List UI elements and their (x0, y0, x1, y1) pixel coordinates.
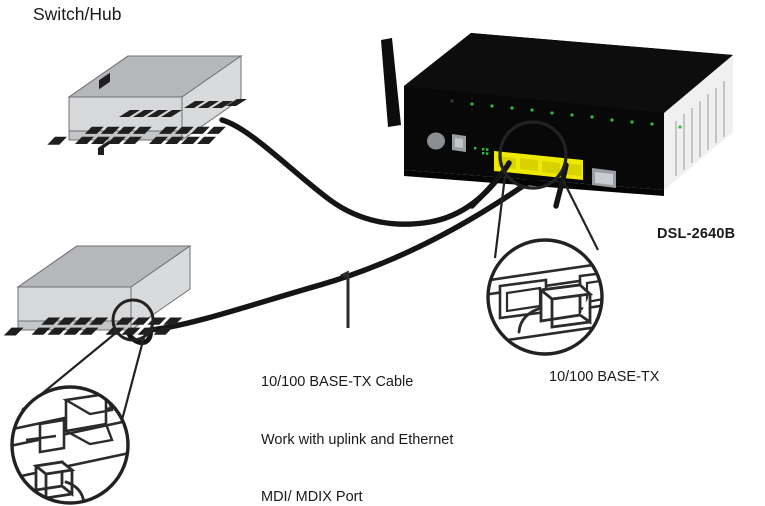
dsl-router[interactable] (381, 33, 733, 196)
router-reset-button-inner (455, 138, 463, 148)
switch-port[interactable] (47, 327, 67, 335)
switch-hub-bottom[interactable] (16, 245, 192, 331)
switch-port[interactable] (133, 110, 154, 117)
switch-port[interactable] (158, 126, 178, 134)
switch-port[interactable] (149, 136, 169, 144)
switch-port[interactable] (161, 110, 182, 117)
led-indicator (550, 111, 554, 115)
switch-port[interactable] (197, 136, 217, 144)
callout-locator-circle (111, 298, 155, 342)
callout-magnified-view (488, 240, 602, 354)
switch-port[interactable] (84, 126, 104, 134)
callout-leader-line (493, 175, 507, 259)
switch-port[interactable] (132, 126, 152, 134)
led-indicator (470, 102, 474, 106)
switch-port[interactable] (91, 136, 111, 144)
label-base-tx: 10/100 BASE-TX (549, 369, 660, 385)
switch-port[interactable] (57, 317, 77, 325)
router-status-led-cluster (474, 147, 489, 155)
led-indicator (650, 122, 654, 126)
switch-port[interactable] (116, 126, 136, 134)
switch-port[interactable] (73, 317, 93, 325)
callout-leader-line (120, 336, 146, 421)
switch-port[interactable] (100, 126, 120, 134)
switch-port[interactable] (147, 317, 167, 325)
led-indicator (678, 125, 682, 129)
switch-port[interactable] (75, 136, 95, 144)
switch-port[interactable] (131, 317, 151, 325)
switch-indicator-port (47, 136, 68, 145)
switch-port[interactable] (165, 136, 185, 144)
cable-note-line-2: Work with uplink and Ethernet (261, 431, 454, 448)
led-indicator (490, 104, 494, 108)
switch-port-row-upper[interactable] (119, 99, 247, 117)
router-power-jack[interactable] (427, 132, 445, 150)
switch-port[interactable] (98, 148, 104, 155)
router-ethernet-port[interactable] (542, 161, 560, 174)
led-indicator (570, 113, 574, 117)
switch-port[interactable] (212, 101, 233, 108)
callout-magnifier-ring (486, 238, 604, 356)
switch-port[interactable] (63, 327, 83, 335)
switch-indicator-port (3, 327, 24, 336)
router-antenna[interactable] (381, 38, 401, 127)
switch-port[interactable] (121, 327, 141, 335)
switch-port[interactable] (163, 317, 183, 325)
led-indicator (630, 120, 634, 124)
switch-port[interactable] (174, 126, 194, 134)
router-top-plate (404, 33, 733, 113)
router-dsl-jack-inner (595, 172, 613, 185)
switch-port[interactable] (89, 317, 109, 325)
router-front-panel (404, 86, 664, 190)
router-vent-slats (675, 81, 725, 176)
router-ethernet-port[interactable] (520, 158, 538, 171)
label-device-model: DSL-2640B (657, 226, 736, 242)
switch-port[interactable] (206, 126, 226, 134)
switch-port-uplink[interactable] (181, 136, 201, 144)
switch-port[interactable] (31, 327, 51, 335)
cable-note-line-3: MDI/ MDIX Port (261, 489, 363, 505)
callout-magnifier-ring (10, 385, 130, 505)
callout-leader-line (562, 179, 599, 251)
switch-right-face (130, 245, 191, 331)
cable-plug-router-2 (553, 162, 569, 209)
callout-locator-circle (498, 120, 568, 190)
switch-port[interactable] (115, 317, 135, 325)
switch-port[interactable] (79, 327, 99, 335)
switch-port[interactable] (184, 101, 205, 108)
switch-port[interactable] (190, 126, 210, 134)
switch-hub-top-ports[interactable] (47, 126, 226, 145)
router-led-row (450, 99, 682, 129)
cable-note-line-1: 10/100 BASE-TX Cable (261, 374, 414, 391)
callout-magnified-view (12, 387, 128, 503)
led-indicator (610, 118, 614, 122)
label-cable-note: 10/100 BASE-TX Cable Work with uplink an… (261, 335, 453, 506)
switch-port[interactable] (119, 110, 140, 117)
switch-port[interactable] (99, 72, 110, 90)
cable-plug-group (469, 160, 569, 209)
switch-port-panel-top[interactable] (98, 72, 247, 155)
switch-port[interactable] (226, 99, 247, 106)
label-switch-hub: Switch/Hub (33, 4, 122, 24)
led-indicator (590, 115, 594, 119)
callout-switch-port (10, 298, 155, 505)
switch-hub-bottom-ports[interactable] (3, 317, 183, 336)
switch-port[interactable] (198, 101, 219, 108)
switch-port[interactable] (107, 136, 127, 144)
cable-plug-router-1 (469, 160, 512, 209)
switch-port[interactable] (123, 136, 143, 144)
callout-router-port (486, 120, 604, 356)
switch-port[interactable] (153, 327, 173, 335)
led-indicator (530, 108, 534, 112)
switch-port[interactable] (147, 110, 168, 117)
router-base-edge (404, 170, 664, 196)
led-indicator (450, 99, 454, 103)
switch-port[interactable] (41, 317, 61, 325)
led-indicator (510, 106, 514, 110)
